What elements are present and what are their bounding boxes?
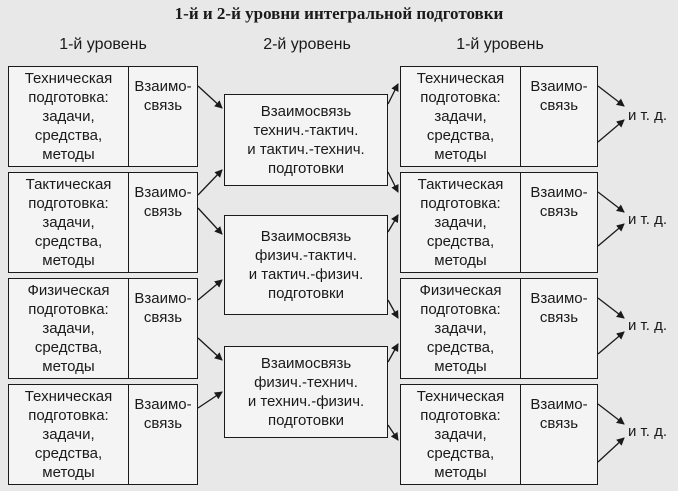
arrow-l3-c3: [197, 337, 223, 361]
arrow-l1-c1: [197, 85, 223, 109]
arrow-c2-r2: [387, 214, 399, 233]
right-box-tactical: Тактическая подготовка: задачи, средства…: [400, 172, 598, 273]
etc-label-2: и т. д.: [628, 211, 668, 228]
box-link: Взаимо- связь: [134, 396, 192, 432]
right-box-physical: Физическая подготовка: задачи, средства,…: [400, 278, 598, 379]
box-name: Физическая подготовка: задачи, средства,…: [9, 279, 129, 378]
left-box-tactical: Тактическая подготовка: задачи, средства…: [8, 172, 198, 273]
arrow-l4-c3: [197, 391, 223, 409]
arrow-c1-r1: [387, 83, 399, 105]
arrow-r4-etc-b: [597, 437, 625, 463]
etc-label-3: и т. д.: [628, 317, 668, 334]
arrow-l2-c2: [197, 207, 223, 235]
etc-label-4: и т. д.: [628, 423, 668, 440]
center-box-phys-tact: Взаимосвязь физич.-тактич. и тактич.-физ…: [224, 215, 388, 315]
right-box-technical-2: Техническая подготовка: задачи, средства…: [400, 384, 598, 485]
arrow-r2-etc-a: [597, 191, 625, 213]
box-name: Тактическая подготовка: задачи, средства…: [9, 173, 129, 272]
box-link: Взаимо- связь: [530, 396, 588, 432]
box-link: Взаимо- связь: [530, 290, 588, 326]
left-box-physical: Физическая подготовка: задачи, средства,…: [8, 278, 198, 379]
box-name: Техническая подготовка: задачи, средства…: [401, 67, 521, 166]
left-box-technical-2: Техническая подготовка: задачи, средства…: [8, 384, 198, 485]
box-name: Техническая подготовка: задачи, средства…: [401, 385, 521, 484]
arrow-c3-r4: [387, 424, 399, 441]
arrow-r2-etc-b: [597, 223, 625, 247]
box-link: Взаимо- связь: [530, 78, 588, 114]
arrow-c1-r2: [387, 171, 399, 193]
level-label-left: 1-й уровень: [59, 36, 147, 53]
box-link: Взаимо- связь: [134, 290, 192, 326]
box-link: Взаимо- связь: [530, 184, 588, 220]
arrow-r3-etc-a: [597, 297, 625, 319]
arrow-r1-etc-b: [597, 119, 625, 143]
arrow-r3-etc-b: [597, 331, 625, 355]
level-label-right: 1-й уровень: [456, 36, 544, 53]
center-box-tech-tact: Взаимосвязь технич.-тактич. и тактич.-те…: [224, 94, 388, 186]
level-label-middle: 2-й уровень: [263, 36, 351, 53]
left-box-technical: Техническая подготовка: задачи, средства…: [8, 66, 198, 167]
diagram-title: 1-й и 2-й уровни интегральной подготовки: [174, 4, 504, 23]
box-name: Техническая подготовка: задачи, средства…: [9, 385, 129, 484]
arrow-l2-c1: [197, 169, 223, 196]
center-box-phys-tech: Взаимосвязь физич.-технич. и технич.-физ…: [224, 346, 388, 438]
box-name: Техническая подготовка: задачи, средства…: [9, 67, 129, 166]
arrow-c3-r3: [387, 343, 399, 363]
box-name: Тактическая подготовка: задачи, средства…: [401, 173, 521, 272]
box-link: Взаимо- связь: [134, 78, 192, 114]
arrow-r1-etc-a: [597, 85, 625, 107]
right-box-technical: Техническая подготовка: задачи, средства…: [400, 66, 598, 167]
box-link: Взаимо- связь: [134, 184, 192, 220]
arrow-l3-c2: [197, 279, 223, 301]
etc-label-1: и т. д.: [628, 107, 668, 124]
arrow-r4-etc-a: [597, 403, 625, 425]
arrow-c2-r3: [387, 299, 399, 319]
box-name: Физическая подготовка: задачи, средства,…: [401, 279, 521, 378]
